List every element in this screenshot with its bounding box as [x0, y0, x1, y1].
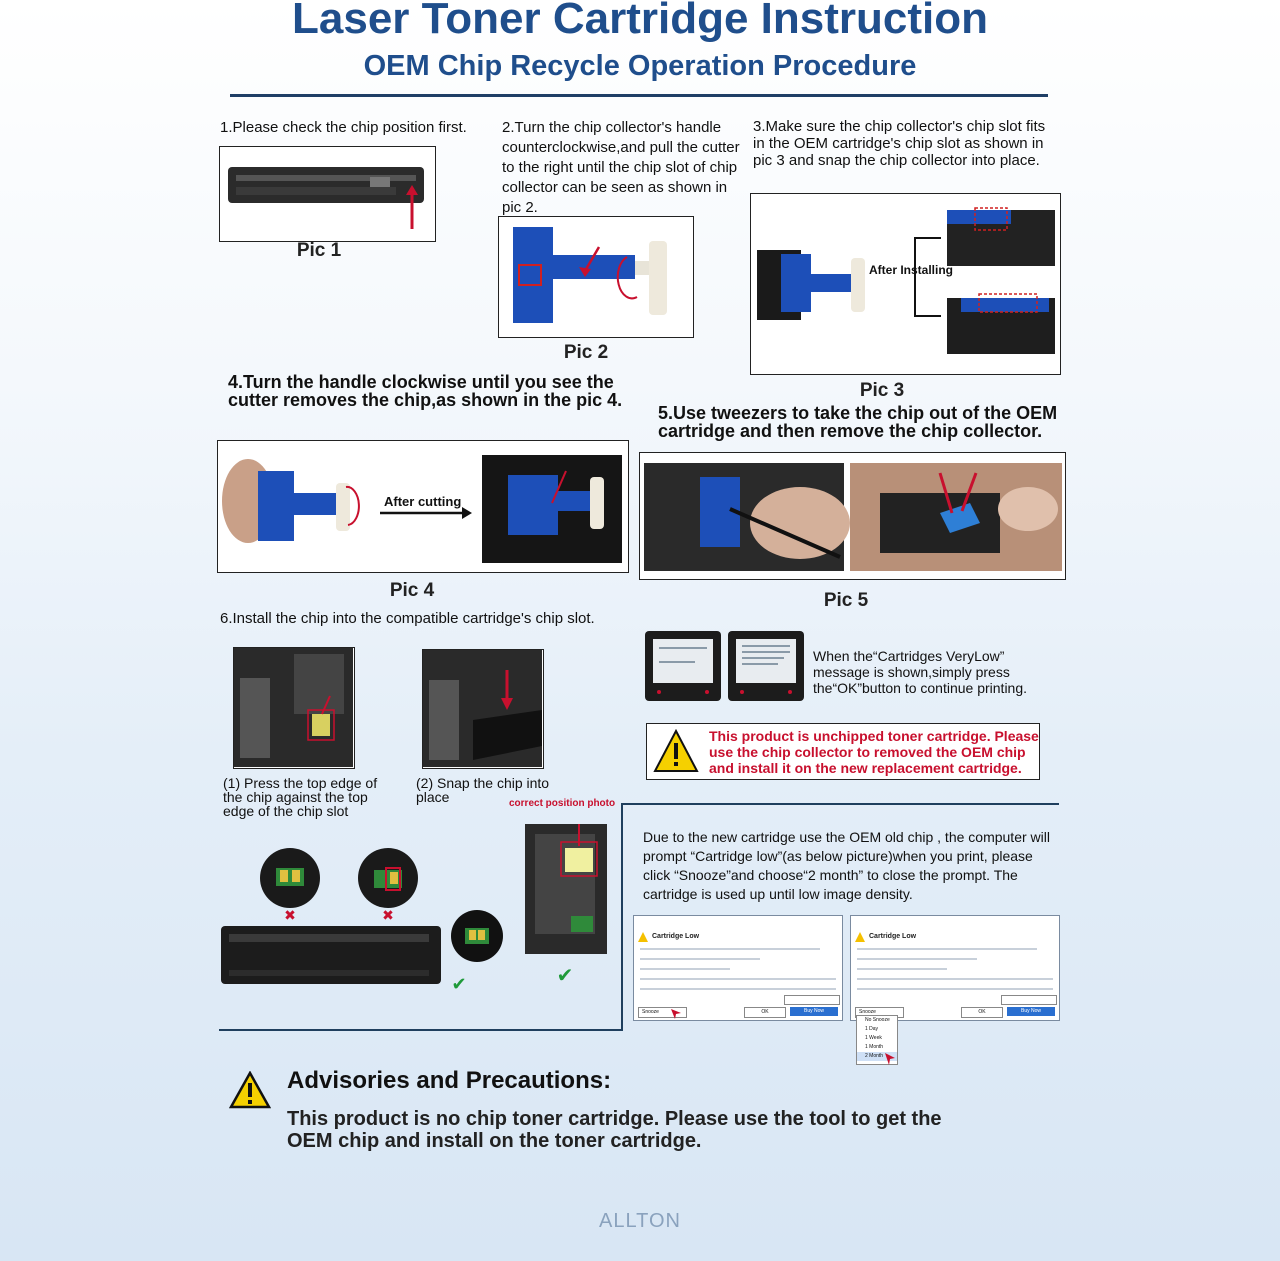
cursor-icon: [885, 1053, 895, 1065]
dialog-title: Cartridge Low: [652, 933, 700, 940]
pic-2-image: [498, 216, 694, 338]
step-1-text: 1.Please check the chip position first.: [220, 119, 467, 136]
install-collector-illustration: [757, 207, 1055, 354]
snooze-option-selected[interactable]: 2 Month: [857, 1052, 897, 1061]
section-divider-left: [621, 803, 623, 1031]
svg-text:✖: ✖: [284, 908, 296, 924]
cutting-chip-illustration: [222, 455, 622, 563]
pic-3-image: [750, 193, 1061, 375]
pic-1-image: [219, 146, 436, 242]
correct-position-photo: ✔: [525, 824, 609, 986]
pic-5-image: [639, 452, 1066, 580]
pic-2-label: Pic 2: [563, 342, 609, 363]
step-2-text: 2.Turn the chip collector's handle count…: [502, 119, 740, 216]
unchipped-warning-box: This product is unchipped toner cartridg…: [646, 723, 1040, 780]
toner-cartridge-illustration: [228, 167, 424, 229]
pic-4-image: [217, 440, 629, 573]
step-4-text: 4.Turn the handle clockwise until you se…: [228, 372, 623, 410]
unchipped-warning-text: This product is unchipped toner cartridg…: [709, 728, 1039, 776]
very-low-note: When the“Cartridges VeryLow” message is …: [813, 648, 1028, 696]
estimated-levels-button[interactable]: [1001, 995, 1057, 1005]
chip-snap-illustration: [423, 650, 542, 767]
after-installing-label: After Installing: [869, 263, 954, 277]
svg-text:✖: ✖: [382, 908, 394, 924]
page-subtitle: OEM Chip Recycle Operation Procedure: [363, 50, 917, 82]
new-cartridge-image: ✔: [219, 906, 515, 996]
chip-press-image: [233, 647, 355, 769]
snooze-option[interactable]: 1 Month: [865, 1044, 884, 1050]
snooze-button[interactable]: Snooze: [638, 1007, 687, 1018]
brand-watermark: ALLTON: [599, 1210, 681, 1232]
after-cutting-label: After cutting: [384, 494, 462, 509]
ok-button[interactable]: OK: [961, 1007, 1003, 1018]
step-5-text: 5.Use tweezers to take the chip out of t…: [658, 403, 1058, 441]
section-divider-top: [621, 803, 1059, 805]
dialog-warning-icon: [855, 932, 865, 942]
snap-chip-caption: (2) Snap the chip into place: [416, 775, 550, 805]
ok-button[interactable]: OK: [744, 1007, 786, 1018]
step-6-text: 6.Install the chip into the compatible c…: [220, 610, 595, 627]
advisories-title: Advisories and Precautions:: [287, 1067, 612, 1094]
buy-now-button[interactable]: Buy Now: [1007, 1007, 1055, 1016]
chip-collector-illustration: [513, 227, 667, 323]
advisory-warning-icon: [229, 1071, 271, 1109]
snooze-option[interactable]: 1 Week: [865, 1035, 882, 1041]
warning-icon: [653, 729, 699, 772]
page-title: Laser Toner Cartridge Instruction: [292, 0, 988, 43]
pic-4-label: Pic 4: [389, 580, 435, 601]
pic-3-label: Pic 3: [859, 380, 905, 401]
title-divider: [230, 94, 1048, 97]
snooze-instruction: Due to the new cartridge use the OEM old…: [643, 829, 1050, 902]
estimated-levels-button[interactable]: [784, 995, 840, 1005]
buy-now-button[interactable]: Buy Now: [790, 1007, 838, 1016]
svg-text:✔: ✔: [451, 974, 466, 995]
cursor-icon: [671, 1009, 681, 1019]
section-divider-bottom: [219, 1029, 623, 1031]
chip-slot-illustration: [234, 648, 353, 767]
press-top-edge-caption: (1) Press the top edge of the chip again…: [223, 775, 378, 819]
printer-screen-2: [728, 631, 804, 701]
printer-screen-1: [645, 631, 721, 701]
svg-text:✔: ✔: [557, 963, 574, 986]
snooze-option[interactable]: 1 Day: [865, 1026, 879, 1032]
cartridge-low-dialog-2: Cartridge Low Snooze OK Buy Now: [850, 915, 1060, 1021]
step-3-text: 3.Make sure the chip collector's chip sl…: [753, 118, 1046, 169]
correct-position-label: correct position photo: [509, 798, 616, 809]
snooze-option[interactable]: No Snooze: [865, 1017, 890, 1023]
tweezers-removal-illustration: [644, 463, 1062, 571]
dialog-title: Cartridge Low: [869, 933, 917, 940]
pic-1-label: Pic 1: [296, 240, 342, 261]
dialog-warning-icon: [638, 932, 648, 942]
advisories-text: This product is no chip toner cartridge.…: [287, 1108, 942, 1152]
wrong-chip-position-2: ✖: [356, 846, 420, 924]
pic-5-label: Pic 5: [823, 590, 869, 611]
wrong-chip-position-1: ✖: [258, 846, 322, 924]
cartridge-low-dialog-1: Cartridge Low Snooze OK Buy Now: [633, 915, 843, 1021]
chip-snap-image: [422, 649, 544, 769]
